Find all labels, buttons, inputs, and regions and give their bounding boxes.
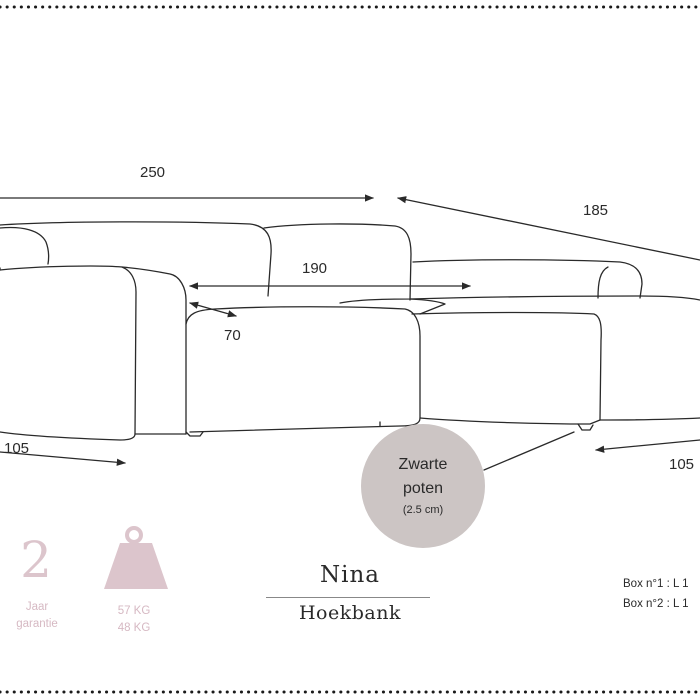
bottom-dotted-border [0,690,700,694]
dimension-depth-left: 105 [4,440,30,457]
warranty-label-line1: Jaar [25,601,49,613]
back-cushion-left-side [0,226,50,265]
box-1-dimensions: Box n°1 : L 1 [623,578,689,590]
top-dotted-border [0,5,700,9]
box-2-dimensions: Box n°2 : L 1 [623,598,689,610]
warranty-label-line2: garantie [16,618,58,630]
dimension-depth-right: 105 [669,456,695,473]
dimension-seat-width: 190 [302,260,328,277]
chaise-back-cushion [412,259,643,299]
feet-label-line2: poten [402,480,444,497]
product-divider [266,597,430,598]
feet-label-line1: Zwarte [398,456,448,473]
armrest-left [0,265,187,435]
warranty-years: 2 [20,531,52,589]
weight-box1: 57 KG [117,605,151,617]
feet-callout [361,424,485,548]
feet-height-note: (2.5 cm) [402,504,444,516]
dimension-total-width: 250 [140,164,166,181]
weight-icon [104,526,168,589]
seat-cushion [185,306,421,433]
product-type: Hoekbank [298,602,401,624]
dimension-chaise-length: 185 [583,202,609,219]
back-cushion-left [0,221,272,297]
weight-box2: 48 KG [117,622,151,634]
dimension-seat-depth: 70 [224,327,241,344]
back-cushion-right [263,223,412,301]
chaise-seat [339,295,700,304]
product-name: Nina [319,562,380,588]
